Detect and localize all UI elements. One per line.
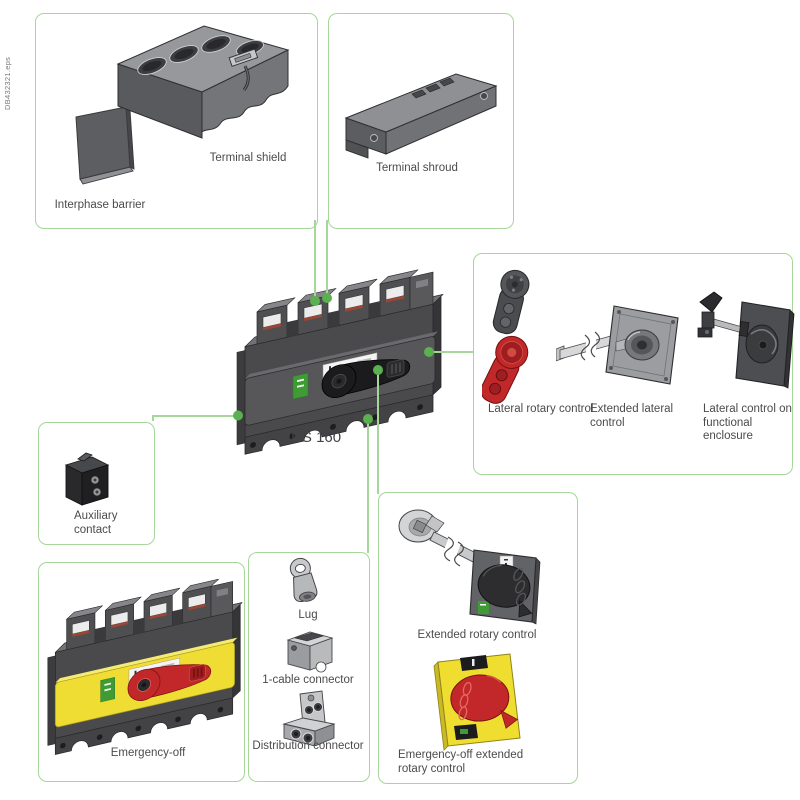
shield-latch	[228, 48, 259, 67]
one-cable-connector-label: 1-cable connector	[262, 674, 354, 686]
ins160-switch-illustration	[233, 258, 445, 458]
rotary-knob-red	[450, 674, 519, 729]
connector-line-auxiliary-contact	[152, 415, 236, 421]
lug-label: Lug	[298, 609, 318, 621]
figure-reference-watermark: DB432321.eps	[3, 56, 12, 110]
extended-lateral-control-illustration	[556, 305, 679, 385]
extended-lateral-control-label: Extended lateral control	[590, 403, 674, 429]
emergency-off-extended-rotary-illustration	[433, 653, 521, 751]
lateral-rotary-control-label: Lateral rotary control	[488, 403, 594, 415]
group-box-terminal-accessories	[35, 13, 318, 229]
terminal-shroud-illustration	[344, 73, 498, 159]
distribution-connector-illustration	[282, 690, 336, 746]
group-box-auxiliary-contact	[38, 422, 155, 545]
lateral-handle-dark	[492, 269, 530, 335]
emergency-off-label: Emergency-off	[110, 747, 186, 759]
emergency-off-switch-illustration	[44, 568, 244, 758]
group-box-connectors	[248, 552, 370, 782]
distribution-connector-label: Distribution connector	[252, 740, 364, 752]
auxiliary-contact-illustration	[64, 452, 110, 506]
lateral-handle-red	[482, 335, 529, 404]
one-cable-connector-illustration	[286, 631, 334, 673]
shroud-teeth	[411, 77, 455, 99]
group-box-emergency-off	[38, 562, 245, 782]
rotary-knob-black	[477, 564, 533, 618]
emergency-off-extended-rotary-label: Emergency-off extended rotary control	[398, 749, 524, 775]
interphase-barrier-label: Interphase barrier	[54, 199, 146, 211]
lug-illustration	[289, 557, 318, 603]
auxiliary-contact-label: Auxiliary contact	[74, 510, 118, 536]
terminal-shield-label: Terminal shield	[209, 152, 287, 164]
terminal-shield-illustration	[116, 25, 290, 139]
lateral-functional-enclosure-illustration	[697, 291, 795, 389]
group-box-lateral-controls	[473, 253, 793, 475]
lateral-rotary-control-illustration	[482, 269, 530, 404]
extended-rotary-control-illustration	[398, 509, 541, 625]
lateral-functional-enclosure-label: Lateral control on functional enclosure	[703, 403, 792, 443]
group-box-rotary-controls	[378, 492, 578, 784]
group-box-terminal-shroud	[328, 13, 514, 229]
terminal-shroud-label: Terminal shroud	[376, 162, 458, 174]
terminal-openings	[137, 35, 264, 75]
extended-rotary-control-label: Extended rotary control	[417, 629, 537, 641]
ins160-label: INS 160	[286, 429, 342, 446]
